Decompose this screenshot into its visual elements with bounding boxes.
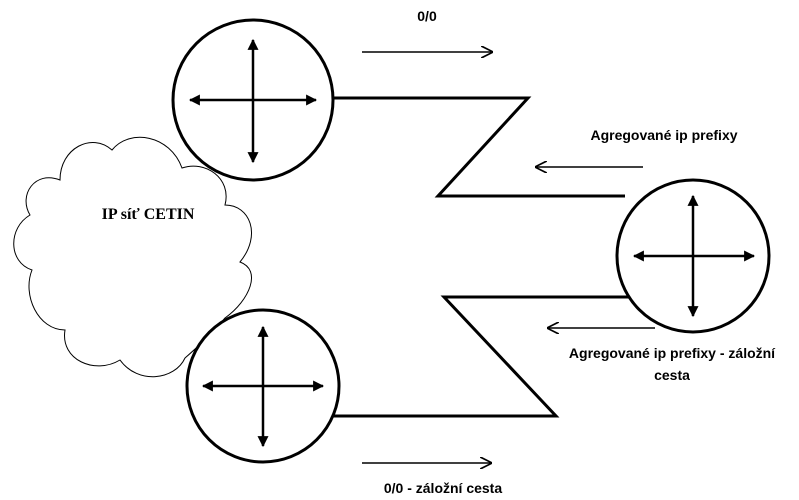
flow-aggregated-backup-label-line2: cesta	[654, 367, 690, 383]
router-top-arrows-icon	[188, 38, 318, 164]
cloud-label: IP síť CETIN	[102, 206, 195, 223]
flow-aggregated-backup-label-line1: Agregované ip prefixy - záložní	[569, 345, 776, 361]
link-bottom-router-to-right-router	[330, 295, 640, 418]
router-bottom-arrows-icon	[201, 325, 325, 448]
router-right	[615, 178, 771, 334]
flow-top-default-label: 0/0	[417, 8, 437, 24]
flow-aggregated-backup: Agregované ip prefixy - záložní cesta	[548, 328, 776, 383]
flow-top-default: 0/0	[362, 8, 492, 52]
flow-bottom-default-backup-label: 0/0 - záložní cesta	[384, 480, 502, 496]
flow-aggregated-label: Agregované ip prefixy	[590, 127, 737, 143]
router-top	[171, 18, 335, 182]
flow-bottom-default-backup: 0/0 - záložní cesta	[362, 463, 502, 496]
link-top-router-to-right-router	[333, 96, 625, 198]
flow-aggregated: Agregované ip prefixy	[536, 127, 738, 167]
router-right-arrows-icon	[632, 194, 756, 318]
router-bottom	[185, 308, 341, 464]
